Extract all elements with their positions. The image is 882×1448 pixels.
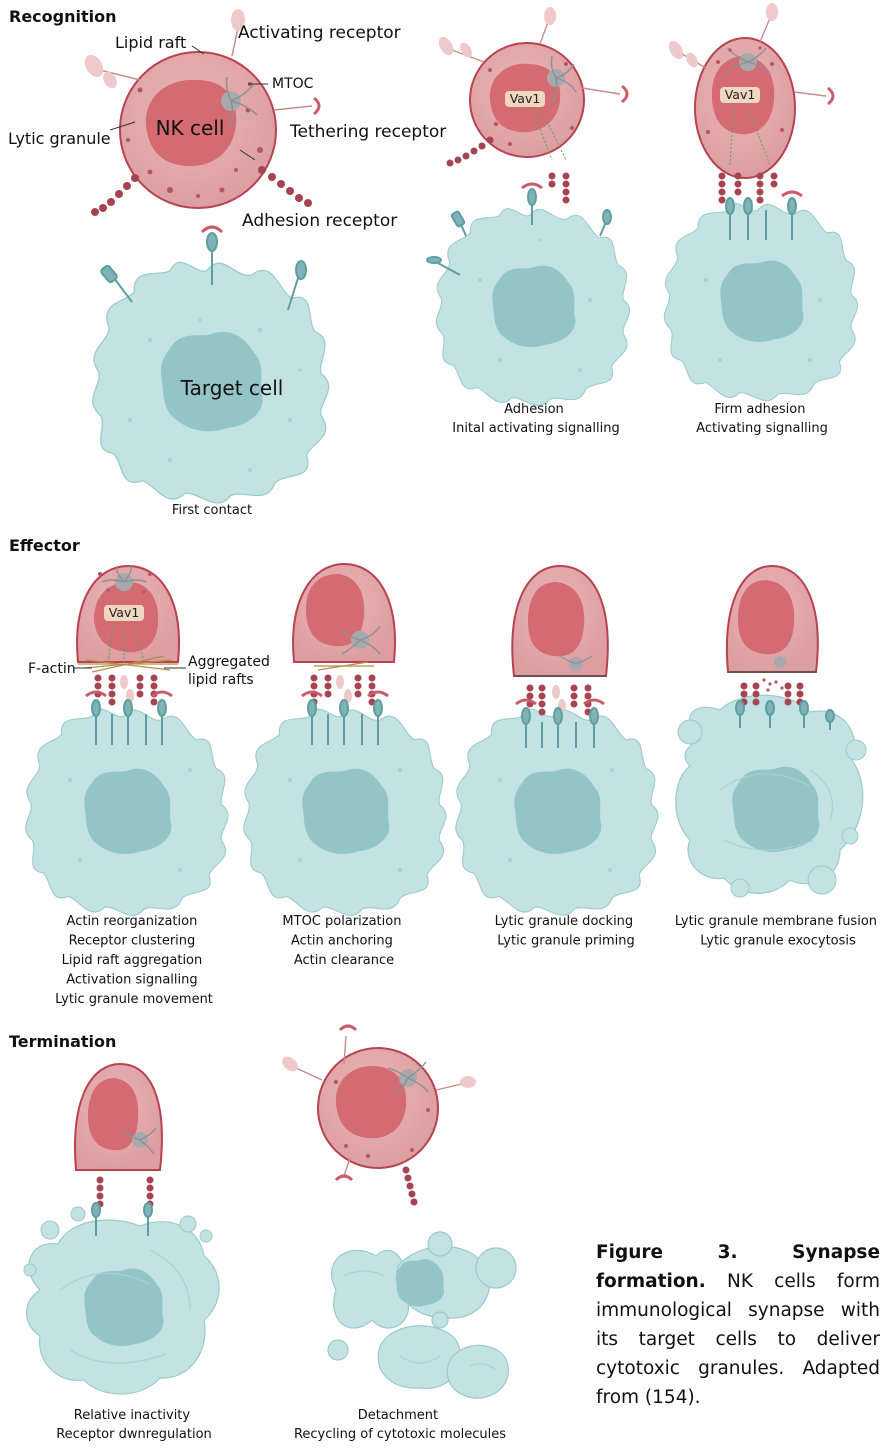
caption-adhesion: Adhesion Inital activating signalling	[452, 402, 619, 436]
label-target-cell: Target cell	[180, 376, 284, 400]
label-activating-receptor: Activating receptor	[238, 23, 401, 43]
panel-mtoc-polarization: MTOC polarization Actin anchoring Actin …	[244, 564, 446, 968]
label-adhesion-receptor: Adhesion receptor	[242, 211, 397, 231]
label-aggregated-lipid-rafts: Aggregated lipid rafts	[188, 654, 274, 688]
panel-firm-adhesion: Vav1 Firm adhesion Activating signalling	[664, 3, 857, 436]
panel-adhesion: Vav1 Adhesion Inital activating signalli…	[427, 7, 630, 436]
label-f-actin: F-actin	[28, 661, 76, 677]
label-mtoc: MTOC	[272, 76, 314, 92]
section-recognition: Recognition	[9, 7, 117, 26]
caption-firm-adhesion: Firm adhesion Activating signalling	[696, 402, 828, 436]
label-vav1-firm: Vav1	[725, 87, 756, 102]
panel-lytic-granule-docking: Lytic granule docking Lytic granule prim…	[456, 566, 658, 949]
caption-lytic-granule-fusion: Lytic granule membrane fusion Lytic gran…	[675, 914, 881, 949]
panel-first-contact: Target cell NK cell	[8, 9, 446, 518]
label-nk-cell: NK cell	[156, 116, 225, 140]
section-effector: Effector	[9, 536, 80, 555]
caption-first-contact: First contact	[172, 503, 252, 518]
panel-lytic-granule-fusion: Lytic granule membrane fusion Lytic gran…	[675, 566, 881, 949]
label-lipid-raft: Lipid raft	[115, 33, 186, 52]
caption-actin-reorganization: Actin reorganization Receptor clustering…	[55, 914, 213, 1007]
caption-mtoc-polarization: MTOC polarization Actin anchoring Actin …	[282, 914, 405, 968]
caption-detachment: Detachment Recycling of cytotoxic molecu…	[294, 1408, 506, 1442]
caption-relative-inactivity: Relative inactivity Receptor dwnregulati…	[56, 1408, 212, 1442]
label-tethering-receptor: Tethering receptor	[289, 122, 446, 142]
label-vav1-adhesion: Vav1	[510, 91, 541, 106]
figure-legend: Figure 3. Synapse formation. NK cells fo…	[596, 1238, 880, 1412]
label-lytic-granule: Lytic granule	[8, 129, 111, 148]
caption-lytic-granule-docking: Lytic granule docking Lytic granule prim…	[495, 914, 638, 949]
section-termination: Termination	[9, 1032, 116, 1051]
panel-detachment: Detachment Recycling of cytotoxic molecu…	[279, 1026, 516, 1442]
panel-relative-inactivity: Relative inactivity Receptor dwnregulati…	[24, 1064, 219, 1442]
label-vav1-effector: Vav1	[109, 605, 140, 620]
panel-actin-reorganization: Vav1 F-actin Aggregated lipid rafts Acti	[26, 566, 275, 1007]
